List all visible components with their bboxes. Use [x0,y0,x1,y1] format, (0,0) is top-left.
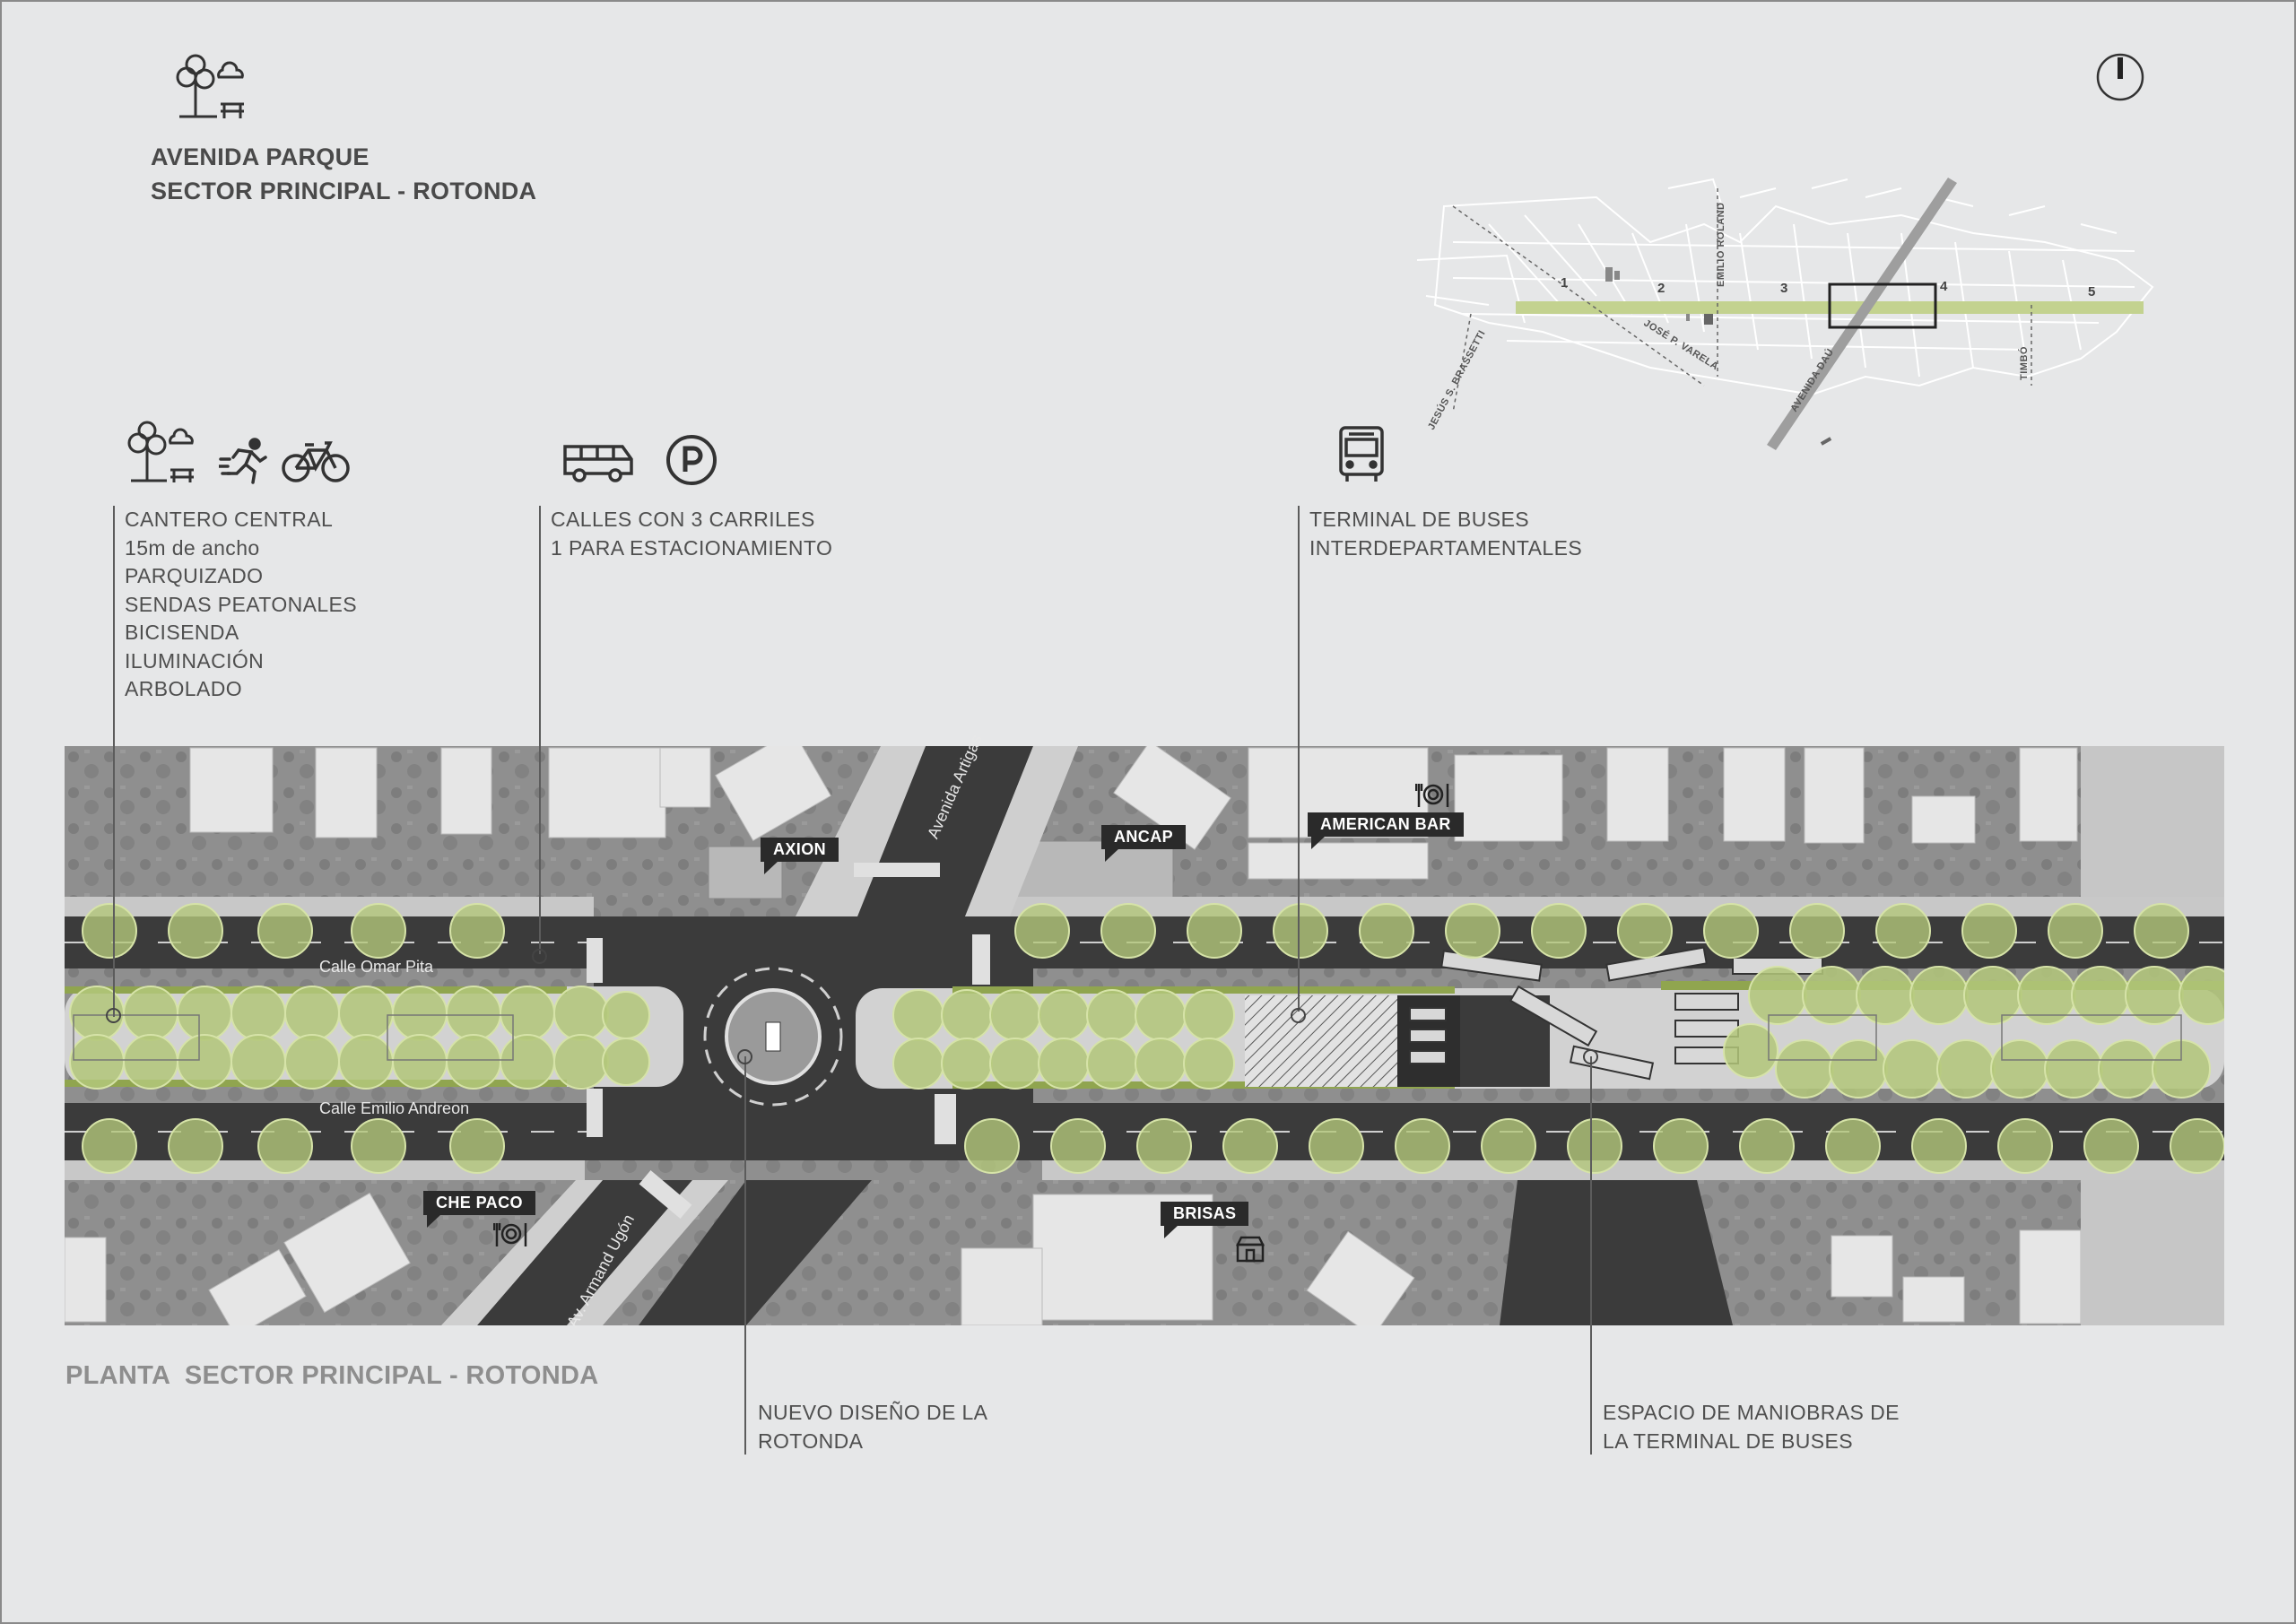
leader-dot-calles [532,949,547,964]
landmark-axion: AXION [761,838,839,874]
note-line: ROTONDA [758,1429,864,1453]
note-line: 1 PARA ESTACIONAMIENTO [551,535,833,560]
note-terminal: TERMINAL DE BUSES INTERDEPARTAMENTALES [1309,506,1582,562]
note-line: CALLES CON 3 CARRILES [551,508,815,531]
landmark-ancap: ANCAP [1101,825,1187,862]
note-calles: CALLES CON 3 CARRILES 1 PARA ESTACIONAMI… [551,506,832,562]
landmark-che-paco: CHE PACO [423,1191,535,1228]
note-line: CANTERO CENTRAL [125,508,334,531]
leader-dot-terminal [1291,1008,1306,1023]
park-bench-icon [127,421,194,482]
restaurant-icon [493,1223,527,1246]
bicycle-icon [282,441,350,482]
leader-dot-cantero [106,1008,121,1023]
note-cantero-central: CANTERO CENTRAL 15m de ancho PARQUIZADO … [125,506,357,704]
leader-line-rotonda [744,1056,746,1455]
leader-dot-maniobras [1583,1049,1598,1064]
note-line: SENDAS PEATONALES [125,592,358,616]
keymap-street-timbo: TIMBÓ [2018,346,2030,380]
leader-line-cantero [113,506,115,1017]
street-label-emilio-andreon: Calle Emilio Andreon [319,1099,470,1117]
title-line-1: AVENIDA PARQUE [151,143,370,170]
street-label-omar-pita: Calle Omar Pita [319,958,434,976]
park-bench-icon [176,54,244,118]
plan-label: PLANTA SECTOR PRINCIPAL - ROTONDA [65,1361,599,1390]
title-line-2: SECTOR PRINCIPAL - ROTONDA [151,178,537,204]
landmark-american-bar: AMERICAN BAR [1308,812,1464,849]
note-line: 15m de ancho [125,535,260,560]
keymap-number-5: 5 [2088,284,2095,300]
north-arrow-icon [2096,53,2144,101]
note-line: ARBOLADO [125,677,243,700]
keymap-number-1: 1 [1561,275,1568,291]
note-line: ESPACIO DE MANIOBRAS DE [1603,1401,1900,1424]
location-key-map: 1 2 3 4 5 EMILIO ROLAND JOSÉ P. VARELA J… [1416,178,2154,450]
bus-icon [563,445,633,482]
note-line: LA TERMINAL DE BUSES [1603,1429,1853,1453]
note-line: TERMINAL DE BUSES [1309,508,1529,531]
keymap-number-3: 3 [1780,281,1787,296]
leader-line-maniobras [1590,1056,1592,1455]
note-line: PARQUIZADO [125,564,264,587]
keymap-street-emilio-roland: EMILIO ROLAND [1716,203,1726,288]
restaurant-icon [1415,784,1449,807]
leader-line-calles [539,506,541,954]
keymap-street-brassetti: JESÚS S. BRASSETTI [1425,328,1488,432]
note-line: INTERDEPARTAMENTALES [1309,535,1583,560]
keymap-number-4: 4 [1940,279,1948,294]
keymap-number-2: 2 [1657,281,1665,296]
leader-line-terminal [1298,506,1300,1012]
page-title: AVENIDA PARQUE SECTOR PRINCIPAL - ROTOND… [151,140,536,208]
note-rotonda: NUEVO DISEÑO DE LA ROTONDA [758,1399,987,1455]
note-line: BICISENDA [125,621,239,644]
site-plan [65,746,2224,1325]
note-line: ILUMINACIÓN [125,648,265,673]
landmark-brisas: BRISAS [1161,1202,1249,1238]
parking-icon [666,435,717,485]
bus-front-icon [1339,426,1384,482]
note-line: NUEVO DISEÑO DE LA [758,1401,988,1424]
runner-icon [219,438,267,484]
shop-icon [1235,1236,1265,1263]
leader-dot-rotonda [737,1049,752,1064]
note-maniobras: ESPACIO DE MANIOBRAS DE LA TERMINAL DE B… [1603,1399,1900,1455]
